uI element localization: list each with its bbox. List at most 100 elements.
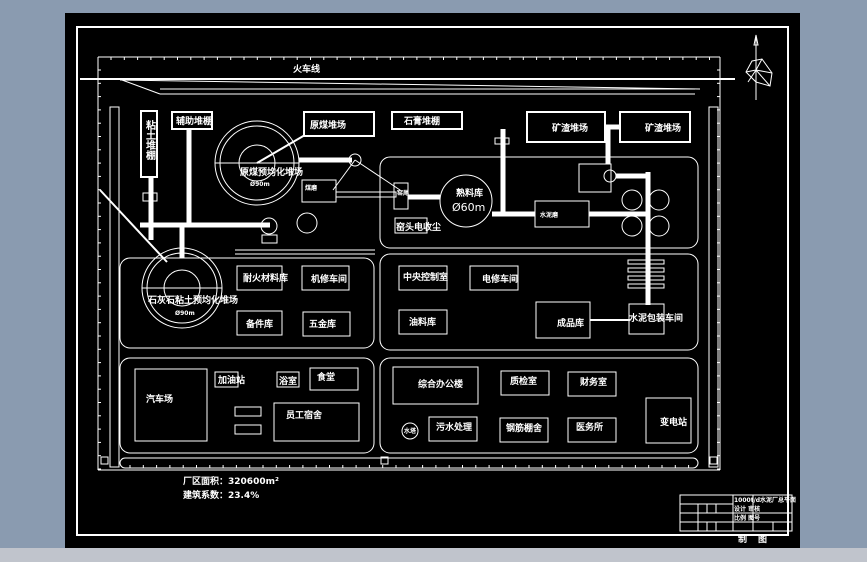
central-control-label: 中央控制室 <box>403 271 448 283</box>
toilet-2 <box>234 424 262 435</box>
limestone-shed-label: 石膏堆棚 <box>403 115 440 127</box>
north-arrow-icon <box>745 34 773 100</box>
cement-mill-label: 水泥磨 <box>540 211 558 219</box>
railway-spur <box>119 79 701 90</box>
finance-room-label: 财务室 <box>579 376 607 388</box>
refractory-storage-label: 耐火材料库 <box>243 272 288 284</box>
truck-yard-label: 汽车场 <box>146 393 173 405</box>
living-block <box>119 357 375 454</box>
fly-ash-base <box>261 234 278 244</box>
clay-shed-label: 粘土堆棚 <box>144 119 156 161</box>
stacker-arm <box>256 134 306 164</box>
auxiliary-shed[interactable] <box>171 111 213 130</box>
raw-coal-yard-label: 原煤堆场 <box>310 119 346 131</box>
oil-depot-label: 油料库 <box>409 316 436 328</box>
water-treatment-label: 污水处理 <box>436 421 472 433</box>
quality-lab-label: 质检室 <box>510 375 537 387</box>
workshop-block <box>119 257 375 349</box>
status-strip <box>0 548 867 562</box>
electrical-workshop[interactable] <box>469 265 519 291</box>
fuel-station-label: 加油站 <box>217 374 245 386</box>
title-footer-left: 制 <box>738 533 747 545</box>
office-block <box>379 357 699 454</box>
gate-icon <box>380 456 389 465</box>
title-block: 1000t/d水泥厂总平面 设计 审核 比例 图号 制 图 <box>679 494 796 545</box>
toilet-1 <box>234 406 262 417</box>
title-line-1: 1000t/d水泥厂总平面 <box>734 496 796 504</box>
right-strip <box>708 106 719 468</box>
railway-label: 火车线 <box>293 63 320 75</box>
link <box>332 159 356 191</box>
title-line-2: 设计 审核 <box>734 505 760 513</box>
link <box>354 159 401 191</box>
fuel-station[interactable] <box>214 371 239 388</box>
central-control[interactable] <box>398 265 448 291</box>
cement-silo[interactable] <box>621 215 643 237</box>
bathroom-label: 浴室 <box>279 375 297 387</box>
guard-house-label: 钢筋棚舍 <box>506 422 543 434</box>
drawing-sheet[interactable]: 火车线 粘土堆棚 辅助堆棚 原煤预均化堆场 Ø90m 原煤堆场 石膏堆棚 矿渣堆… <box>65 13 800 548</box>
coverage-label: 建筑系数：23.4% <box>183 489 259 501</box>
spare-parts[interactable] <box>236 310 283 336</box>
water-tower[interactable] <box>401 422 419 440</box>
clinic[interactable] <box>567 417 617 443</box>
coal-mill-node <box>348 153 362 167</box>
loading-bays <box>627 259 665 289</box>
dormitory[interactable] <box>273 402 360 442</box>
guard-house[interactable] <box>499 417 549 443</box>
area-label: 厂区面积：320600m² <box>183 475 279 487</box>
refractory-storage[interactable] <box>236 265 283 291</box>
cement-packing[interactable] <box>628 303 665 335</box>
oil-depot[interactable] <box>398 309 448 335</box>
crusher-hub <box>494 137 510 145</box>
title-line-3: 比例 图号 <box>734 514 760 522</box>
coal-mill[interactable] <box>301 179 337 203</box>
finance-room[interactable] <box>567 371 617 397</box>
kiln-head-label: 窑头电收尘 <box>396 221 441 233</box>
raw-material-dome-label: 原煤预均化堆场 <box>240 166 303 178</box>
gate-icon <box>100 456 109 465</box>
raw-coal-yard[interactable] <box>303 111 375 137</box>
substation-label: 变电站 <box>660 416 687 428</box>
green-belt <box>119 457 699 469</box>
clinker-silo[interactable] <box>439 174 493 228</box>
transfer-station <box>142 192 158 202</box>
kiln-head[interactable] <box>394 217 428 234</box>
truck-yard[interactable] <box>134 368 208 442</box>
electrical-workshop-label: 电修车间 <box>482 273 518 285</box>
mineral-shed-2-label: 矿渣堆场 <box>645 122 681 134</box>
gate-icon <box>709 456 718 465</box>
substation[interactable] <box>645 397 692 444</box>
cement-silo[interactable] <box>648 189 670 211</box>
office-building[interactable] <box>392 366 479 405</box>
raw-material-dome-dia: Ø90m <box>250 181 270 188</box>
limestone-dome-label: 石灰石粘土预均化堆场 <box>147 294 238 306</box>
dormitory-label: 员工宿舍 <box>286 409 323 421</box>
left-strip <box>109 106 120 468</box>
auxiliary-shed-label: 辅助堆棚 <box>176 115 212 127</box>
office-building-label: 综合办公楼 <box>418 378 463 390</box>
cement-silo[interactable] <box>621 189 643 211</box>
clinker-silo-label: 熟料库 <box>456 187 483 199</box>
title-footer-right: 图 <box>758 534 767 545</box>
coal-mill-label: 煤磨 <box>305 184 317 192</box>
limestone-shed[interactable] <box>391 111 463 130</box>
finished-storage-label: 成品库 <box>557 317 584 329</box>
water-tower-label: 水塔 <box>404 427 417 435</box>
kiln-line <box>335 191 397 198</box>
five-metal-label: 五金库 <box>309 318 336 330</box>
drawing-border <box>76 26 789 536</box>
fly-ash-silo <box>260 217 278 235</box>
diagonal-conveyor <box>99 189 168 263</box>
bathroom[interactable] <box>276 371 300 388</box>
canteen[interactable] <box>309 367 359 391</box>
mineral-shed-1-label: 矿渣堆场 <box>552 122 588 134</box>
preheater-label: 窑尾 <box>397 189 409 197</box>
machine-repair-label: 机修车间 <box>311 273 347 285</box>
quality-lab[interactable] <box>500 370 550 396</box>
limestone-dome-dia: Ø90m <box>175 310 195 317</box>
cement-silo[interactable] <box>648 215 670 237</box>
water-treatment[interactable] <box>428 416 478 442</box>
machine-repair[interactable] <box>301 265 350 291</box>
five-metal-storage[interactable] <box>302 311 351 337</box>
